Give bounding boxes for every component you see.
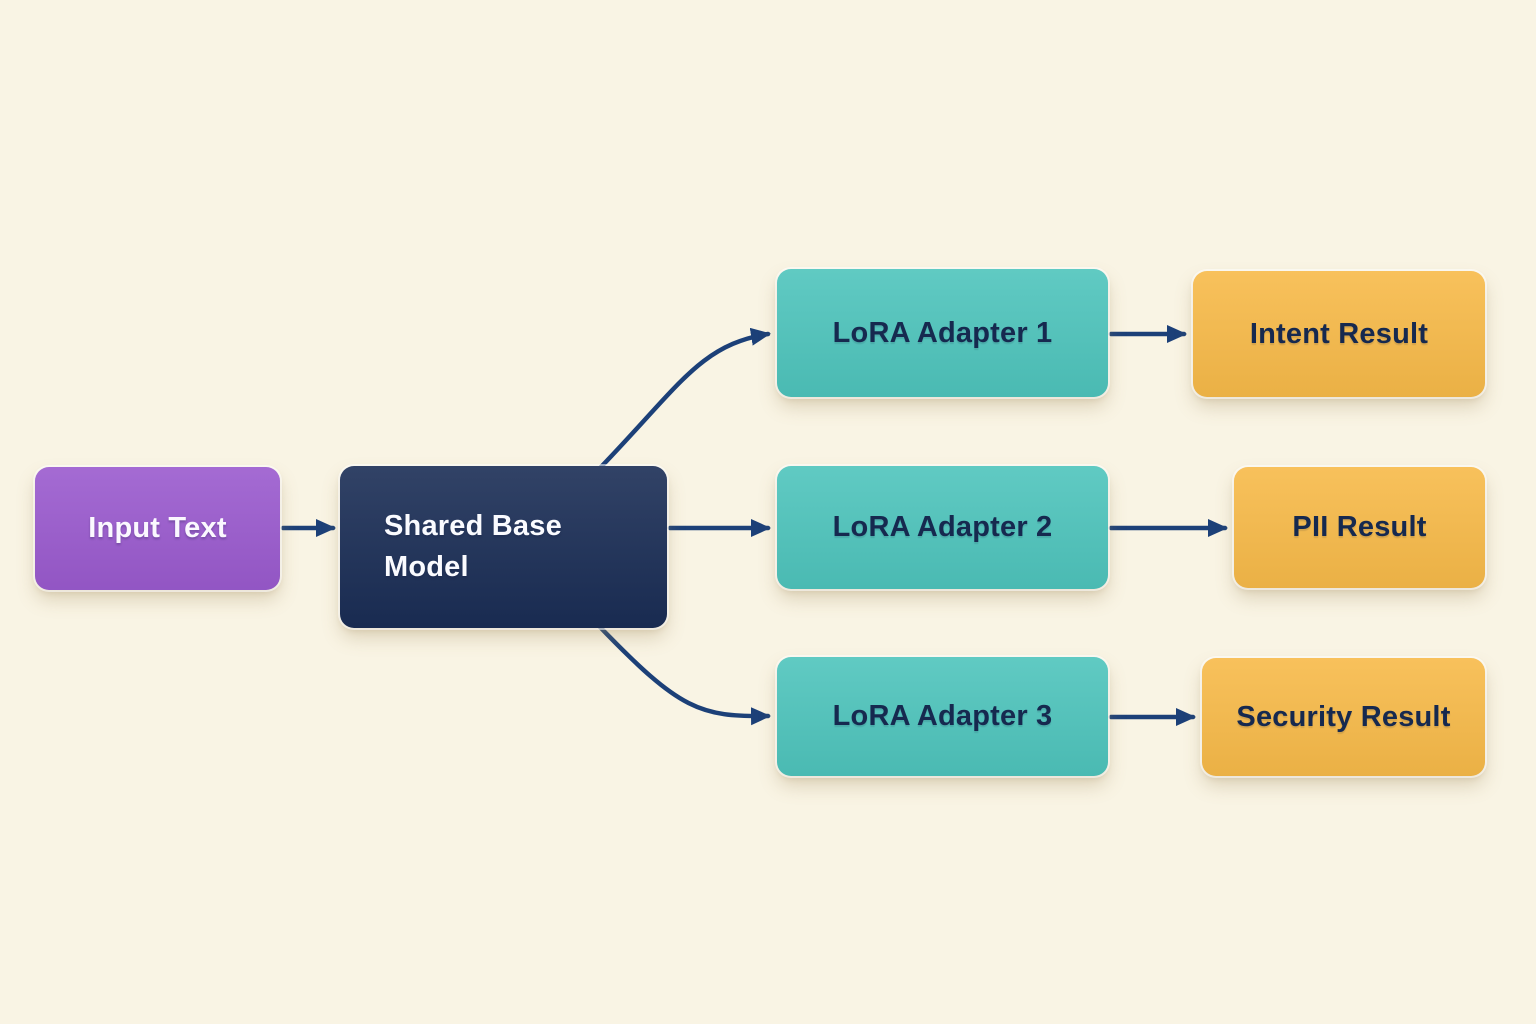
- node-intent-result-label: Intent Result: [1249, 317, 1429, 350]
- node-lora-adapter-2-label: LoRA Adapter 2: [832, 511, 1053, 543]
- node-lora-adapter-3-label: LoRA Adapter 3: [832, 700, 1053, 732]
- node-security-result-label: Security Result: [1236, 700, 1451, 733]
- node-intent-result: Intent Result: [1193, 271, 1485, 397]
- edge-base-to-adapter3: [597, 624, 771, 726]
- node-lora-adapter-3: LoRA Adapter 3: [777, 657, 1108, 776]
- node-shared-base-model: Shared Base Model: [340, 466, 667, 628]
- node-lora-adapter-1: LoRA Adapter 1: [777, 269, 1108, 397]
- edge-base-to-adapter1: [597, 327, 771, 471]
- node-lora-adapter-2: LoRA Adapter 2: [777, 466, 1108, 589]
- node-input-text: Input Text: [35, 467, 280, 590]
- node-pii-result-label: PII Result: [1292, 511, 1427, 543]
- node-pii-result: PII Result: [1234, 467, 1485, 588]
- node-shared-base-model-label: Shared Base Model: [384, 510, 562, 583]
- node-lora-adapter-1-label: LoRA Adapter 1: [832, 316, 1053, 349]
- node-security-result: Security Result: [1202, 658, 1485, 776]
- node-input-text-label: Input Text: [88, 512, 227, 544]
